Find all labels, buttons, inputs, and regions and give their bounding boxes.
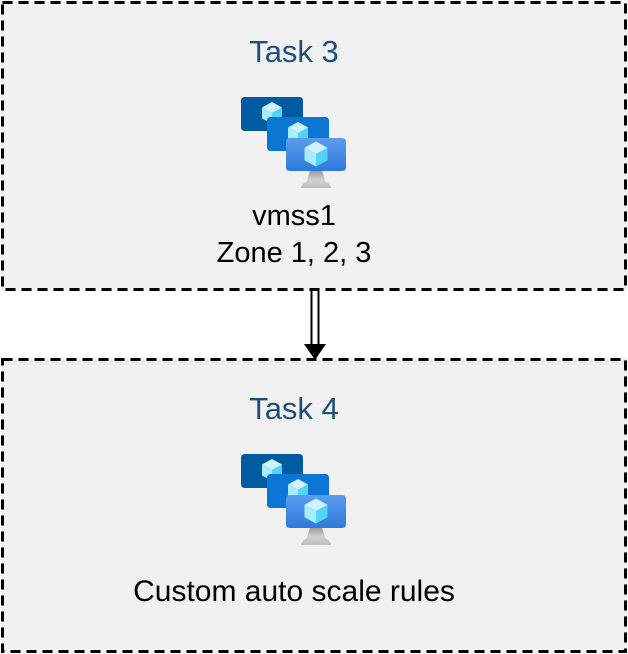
task4-caption: Custom auto scale rules [1,573,587,610]
task3-box: Task 3 vmss1 Zone 1, 2, 3 [1,1,627,291]
vmss-icon [241,454,346,545]
task3-caption: vmss1 Zone 1, 2, 3 [1,198,587,272]
task4-box: Task 4 Custom auto scale rules [1,358,627,653]
task3-content: Task 3 vmss1 Zone 1, 2, 3 [1,1,587,291]
zones-label: Zone 1, 2, 3 [216,237,372,269]
task4-content: Task 4 Custom auto scale rules [1,358,587,653]
vmss-name-label: vmss1 [252,200,336,232]
task3-title: Task 3 [249,34,339,69]
task4-title: Task 4 [249,391,339,426]
autoscale-rules-label: Custom auto scale rules [133,575,455,608]
down-arrow-icon [304,290,326,360]
vmss-icon [241,97,346,188]
